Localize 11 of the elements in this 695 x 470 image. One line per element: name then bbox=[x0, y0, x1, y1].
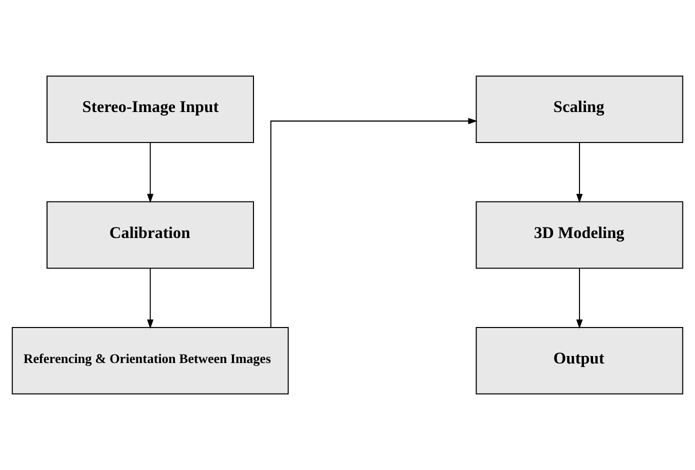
arrow bbox=[270, 118, 478, 328]
node-box: Referencing & Orientation Between Images bbox=[12, 326, 289, 394]
node-box: Output bbox=[476, 326, 684, 394]
arrow bbox=[147, 268, 154, 329]
arrow bbox=[576, 142, 583, 204]
node-box: 3D Modeling bbox=[476, 201, 684, 269]
arrow bbox=[576, 268, 583, 329]
node-box: Calibration bbox=[46, 201, 254, 269]
node-box: Stereo-Image Input bbox=[46, 76, 254, 144]
node-box: Scaling bbox=[476, 76, 684, 144]
arrow bbox=[147, 142, 154, 204]
